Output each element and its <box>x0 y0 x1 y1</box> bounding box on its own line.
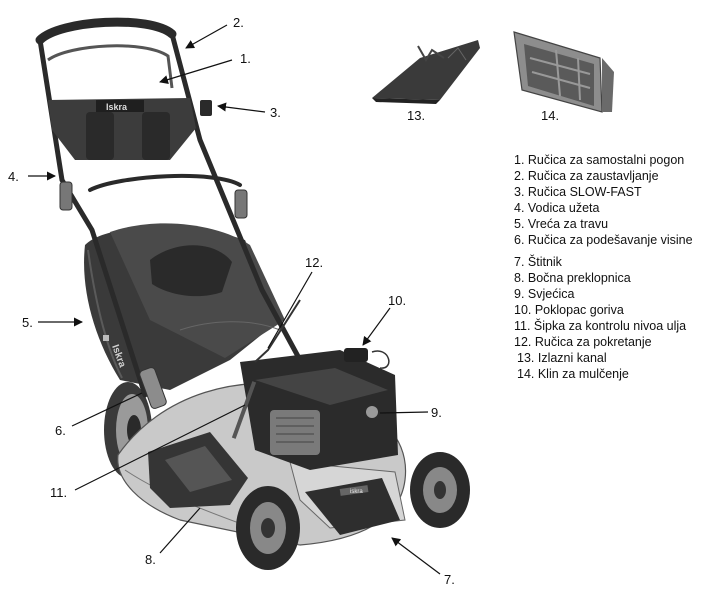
leader-3 <box>218 106 265 112</box>
legend-item-1: 1. Ručica za samostalni pogon <box>514 154 684 167</box>
callout-2: 2. <box>233 16 244 29</box>
panel-brand-label: Iskra <box>106 102 128 112</box>
legend-item-10: 10. Poklopac goriva <box>514 304 624 317</box>
control-panel: Iskra <box>48 98 212 160</box>
legend-item-14: 14. Klin za mulčenje <box>517 368 629 381</box>
leader-2 <box>186 25 227 48</box>
legend-item-11: 11. Šipka za kontrolu nivoa ulja <box>514 320 686 333</box>
callout-8: 8. <box>145 553 156 566</box>
callout-11: 11. <box>50 486 67 499</box>
leader-7 <box>392 538 440 574</box>
mulching-plug-illustration <box>514 32 614 112</box>
legend-item-9: 9. Svjećica <box>514 288 574 301</box>
callout-13: 13. <box>407 109 425 122</box>
legend-item-13: 13. Izlazni kanal <box>517 352 607 365</box>
callout-10: 10. <box>388 294 406 307</box>
front-wheel-left <box>236 486 300 570</box>
spark-plug <box>366 406 378 418</box>
legend-item-8: 8. Bočna preklopnica <box>514 272 631 285</box>
callout-7: 7. <box>444 573 455 586</box>
callout-3: 3. <box>270 106 281 119</box>
discharge-chute-illustration <box>372 40 480 104</box>
callout-9: 9. <box>431 406 442 419</box>
callout-6: 6. <box>55 424 66 437</box>
front-wheel-right <box>410 452 470 528</box>
legend-item-12: 12. Ručica za pokretanje <box>514 336 652 349</box>
legend-item-5: 5. Vreća za travu <box>514 218 608 231</box>
leader-10 <box>363 308 390 345</box>
guard-logo: iskra <box>350 489 363 495</box>
callout-12: 12. <box>305 256 323 269</box>
legend-item-4: 4. Vodica užeta <box>514 202 599 215</box>
legend-item-3: 3. Ručica SLOW-FAST <box>514 186 642 199</box>
legend-item-7: 7. Štitnik <box>514 256 562 269</box>
self-drive-bail <box>48 46 172 88</box>
callout-14: 14. <box>541 109 559 122</box>
legend-item-6: 6. Ručica za podešavanje visine <box>514 234 693 247</box>
callout-4: 4. <box>8 170 19 183</box>
legend-item-2: 2. Ručica za zaustavljanje <box>514 170 659 183</box>
callout-1: 1. <box>240 52 251 65</box>
callout-5: 5. <box>22 316 33 329</box>
